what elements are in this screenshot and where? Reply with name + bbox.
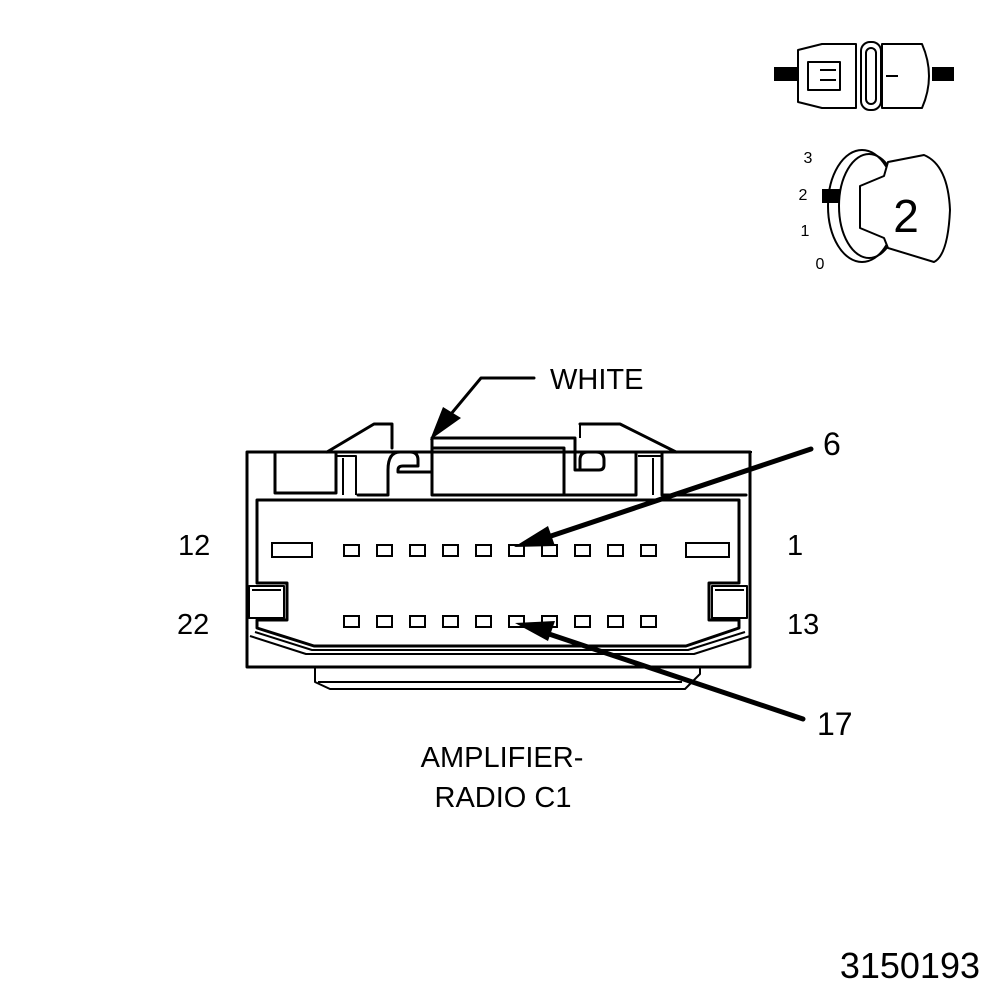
- view-indicator-icon: 3 2 1 0 2: [799, 149, 951, 273]
- connector-color-label: WHITE: [550, 364, 643, 396]
- terminal-cavity-bottom: [508, 615, 525, 628]
- callout-label-lower: 17: [817, 706, 853, 742]
- terminal-cavity-top: [376, 544, 393, 557]
- view-scale-3: 3: [804, 150, 813, 167]
- connector-face: [245, 422, 752, 690]
- view-scale-0: 0: [816, 256, 825, 273]
- view-scale-2: 2: [799, 187, 808, 204]
- pin-label-top-right: 1: [787, 530, 803, 562]
- terminal-cavity-bottom: [343, 615, 360, 628]
- terminal-cavity-bottom: [376, 615, 393, 628]
- terminal-cavity-bottom: [574, 615, 591, 628]
- terminal-cavity-bottom: [475, 615, 492, 628]
- callout-pin-6: 6: [514, 426, 841, 547]
- terminal-cavity-top: [409, 544, 426, 557]
- connector-name-line2: RADIO C1: [435, 782, 572, 814]
- terminal-cavity-bottom: [442, 615, 459, 628]
- pin-label-top-left: 12: [178, 530, 210, 562]
- terminal-cavity-bottom: [640, 615, 657, 628]
- view-scale-1: 1: [801, 223, 810, 240]
- terminal-cavity-top: [508, 544, 525, 557]
- color-callout: WHITE: [430, 364, 643, 440]
- terminal-row-top: [343, 544, 657, 557]
- pin-label-bottom-left: 22: [177, 609, 209, 641]
- view-connector-number: 2: [893, 190, 919, 242]
- terminal-cavity-top: [475, 544, 492, 557]
- terminal-cavity-top: [640, 544, 657, 557]
- terminal-cavity-top: [442, 544, 459, 557]
- terminal-cavity-top: [607, 544, 624, 557]
- terminal-cavity-top: [574, 544, 591, 557]
- terminal-cavity-top: [343, 544, 360, 557]
- terminal-cavity-bottom: [607, 615, 624, 628]
- pin-label-bottom-right: 13: [787, 609, 819, 641]
- connector-side-view-icon: [774, 41, 954, 111]
- callout-pin-17: 17: [515, 621, 853, 742]
- terminal-cavity-bottom: [409, 615, 426, 628]
- callout-label-upper: 6: [823, 426, 841, 462]
- connector-name-line1: AMPLIFIER-: [421, 742, 584, 774]
- terminal-cavity-top: [541, 544, 558, 557]
- terminal-row-bottom: [343, 615, 657, 628]
- figure-id: 3150193: [840, 945, 980, 986]
